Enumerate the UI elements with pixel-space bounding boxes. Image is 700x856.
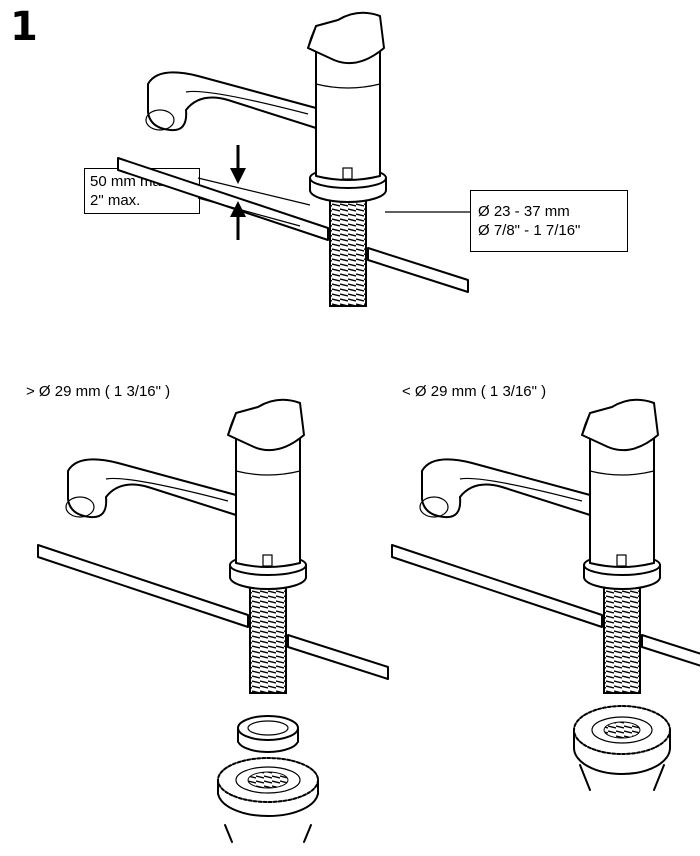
lock-nut-right	[573, 705, 671, 791]
height-arrows	[197, 145, 470, 240]
option-label-large-hole: > Ø 29 mm ( 1 3/16" )	[26, 383, 171, 400]
diameter-callout-line1: Ø 23 - 37 mm	[478, 203, 570, 220]
diameter-callout-box	[470, 190, 628, 252]
diameter-callout-line2: Ø 7/8" - 1 7/16"	[478, 222, 581, 239]
option-label-small-hole: < Ø 29 mm ( 1 3/16" )	[402, 383, 547, 400]
washer-ring	[237, 715, 299, 753]
lock-nut-left	[217, 757, 319, 843]
step-number: 1	[10, 4, 38, 50]
height-callout-line2: 2" max.	[90, 192, 141, 209]
